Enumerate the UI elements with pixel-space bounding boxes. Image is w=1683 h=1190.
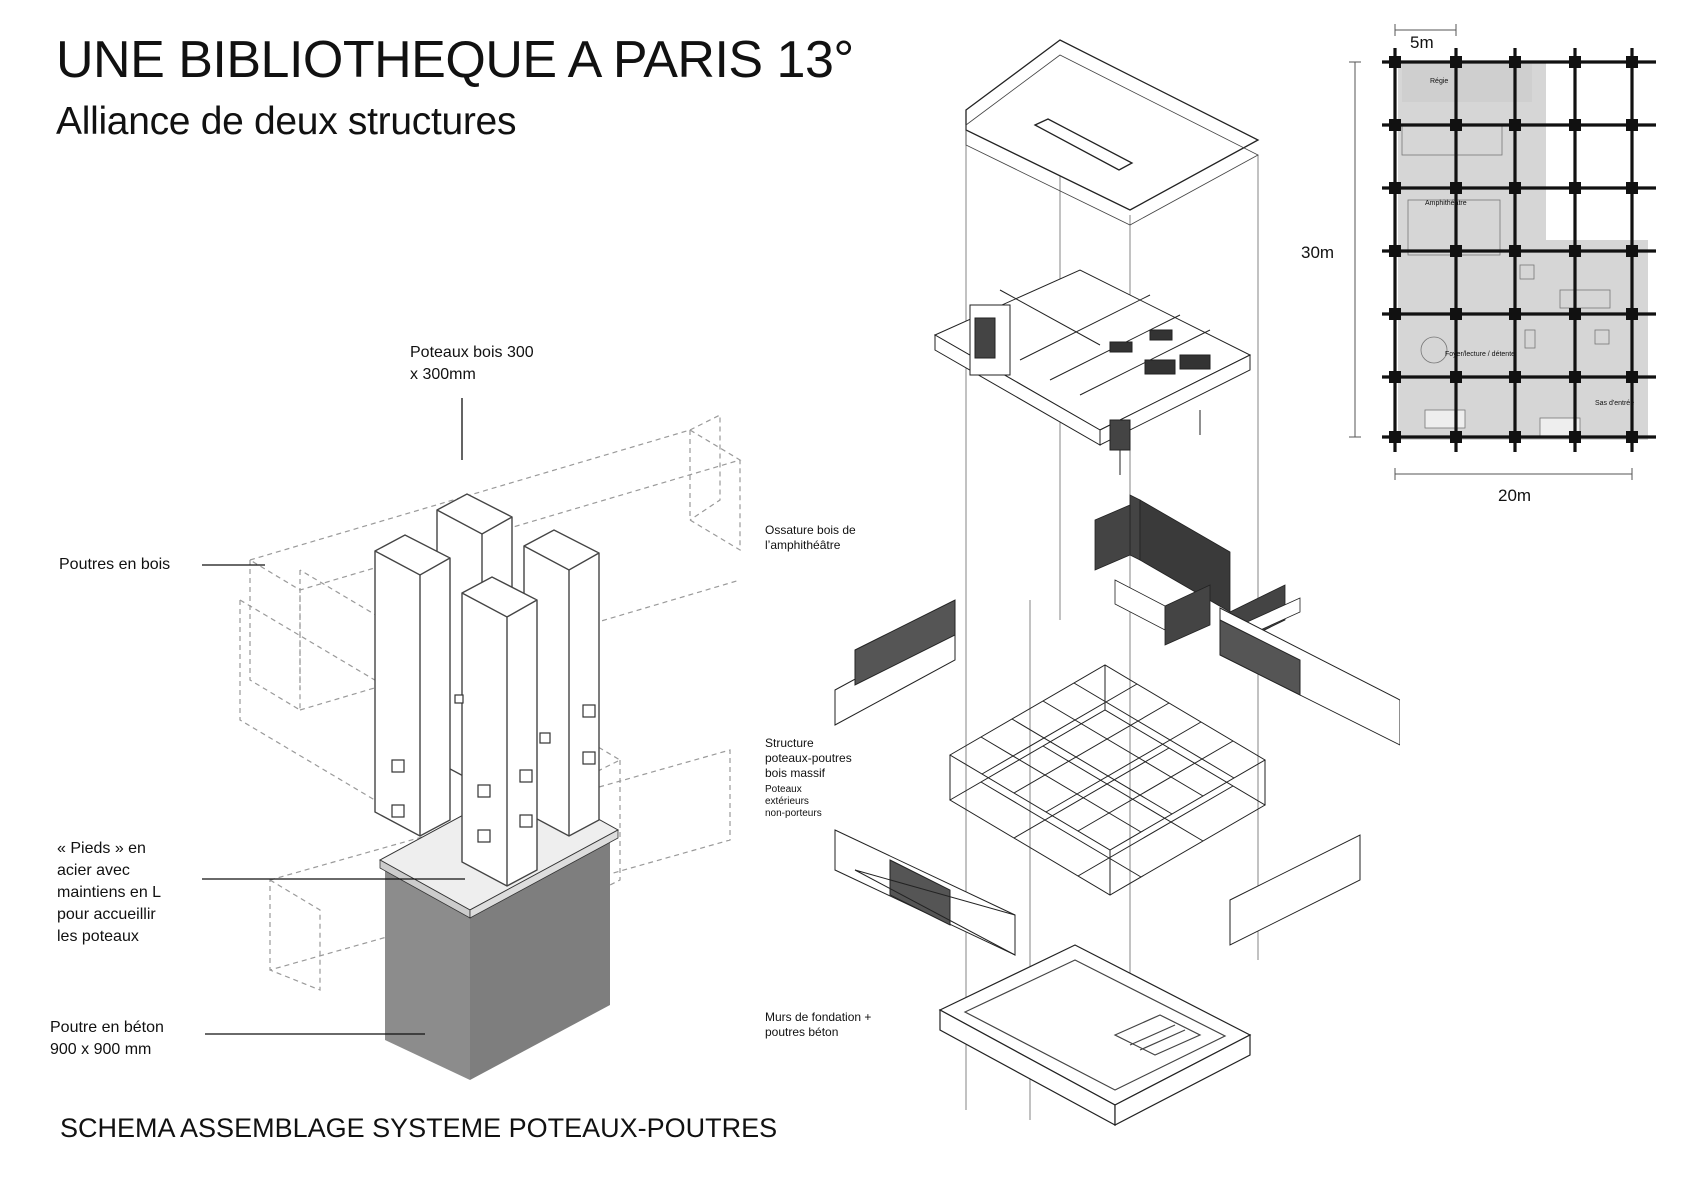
label-line: acier avec (57, 862, 130, 879)
label-line: poteaux-poutres (765, 751, 852, 765)
joint-detail-drawing (202, 398, 742, 1080)
label-structure-poteaux-poutres: Structure poteaux-poutres bois massif (765, 736, 852, 781)
label-line: extérieurs (765, 796, 809, 807)
label-line: Structure (765, 736, 814, 750)
plan-room-entree: Sas d'entrée (1595, 400, 1635, 407)
label-poteaux-bois: Poteaux bois 300 x 300mm (410, 342, 534, 386)
label-line: pour accueillir (57, 906, 156, 923)
label-murs-fondation: Murs de fondation + poutres béton (765, 1010, 871, 1040)
plan-room-regie: Régie (1430, 78, 1449, 85)
plan-room-foyer: Foyer/lecture / détente (1445, 351, 1516, 358)
label-line: maintiens en L (57, 884, 162, 901)
label-poutre-beton: Poutre en béton 900 x 900 mm (50, 1017, 164, 1061)
facade-panels (834, 599, 1400, 956)
label-line: non-porteurs (765, 808, 822, 819)
label-ossature-bois: Ossature bois de l’amphithéâtre (765, 523, 856, 553)
plan-dim-bay: 5m (1410, 33, 1434, 52)
plan-dim-width: 20m (1498, 486, 1532, 505)
label-line: Poutre en béton (50, 1019, 164, 1036)
schema-caption: SCHEMA ASSEMBLAGE SYSTEME POTEAUX-POUTRE… (60, 1113, 778, 1143)
label-line: « Pieds » en (57, 840, 146, 857)
structural-grid-plan (1349, 24, 1656, 480)
exploded-axonometric (834, 39, 1400, 1127)
label-poutres-bois: Poutres en bois (59, 556, 171, 573)
label-line: bois massif (765, 766, 826, 780)
label-line: Murs de fondation + (765, 1010, 872, 1024)
label-poteaux-exterieurs: Poteaux extérieurs non-porteurs (765, 784, 822, 820)
upper-floor-interior (933, 269, 1252, 475)
label-line: Poteaux (765, 784, 802, 795)
post-beam-grid (949, 664, 1266, 896)
plan-dim-height: 30m (1301, 243, 1335, 262)
label-line: 900 x 900 mm (50, 1041, 152, 1058)
label-line: les poteaux (57, 928, 139, 945)
plan-room-amphi: Amphithéâtre (1425, 200, 1467, 207)
page-title: UNE BIBLIOTHEQUE A PARIS 13° (56, 31, 854, 89)
label-line: Ossature bois de (765, 523, 856, 537)
foundation-walls (938, 944, 1252, 1127)
label-pieds-acier: « Pieds » en acier avec maintiens en L p… (57, 838, 161, 948)
label-line: l’amphithéâtre (765, 538, 841, 552)
label-line: Poteaux bois 300 (410, 344, 534, 361)
label-line: poutres béton (765, 1025, 839, 1039)
label-line: x 300mm (410, 366, 476, 383)
page-subtitle: Alliance de deux structures (56, 100, 517, 143)
roof-slab (965, 39, 1260, 226)
